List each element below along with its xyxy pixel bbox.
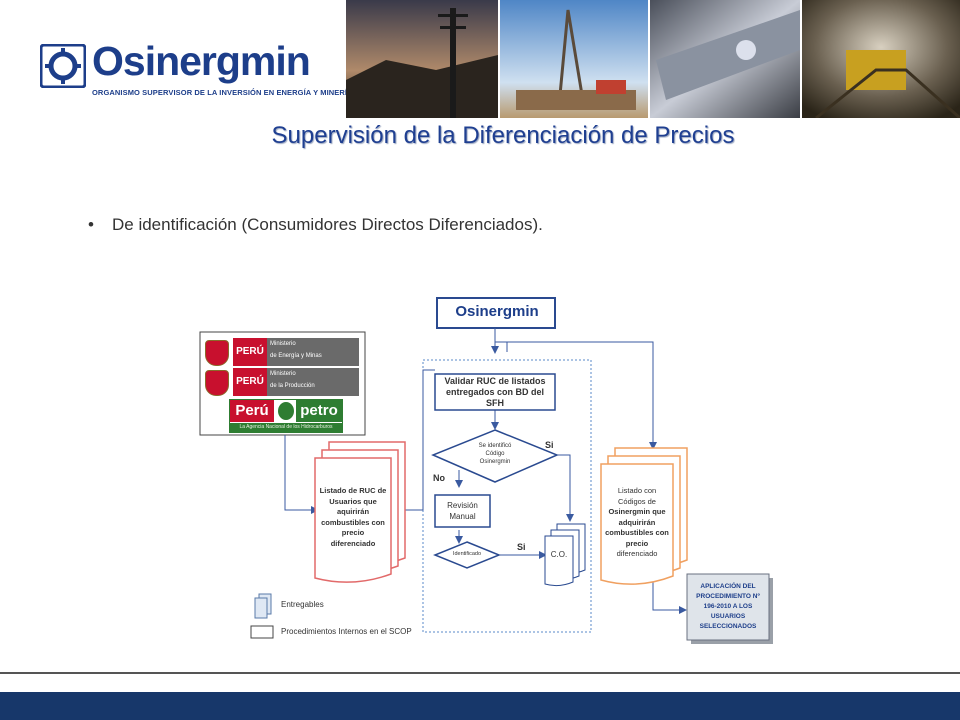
ruc-list-document-stack <box>314 441 406 583</box>
pipeline-welding-photo <box>650 0 800 118</box>
ministry-energy-row: PERÚ Ministerio de Energía y Minas <box>205 338 360 366</box>
ministry-production-row: PERÚ Ministerio de la Producción <box>205 368 360 396</box>
slide-title: Supervisión de la Diferenciación de Prec… <box>271 122 735 149</box>
power-lines-photo <box>346 0 498 118</box>
co-document-stack <box>544 523 586 587</box>
perupetro-drop-icon <box>278 402 294 420</box>
legend-deliverables-icon <box>254 593 272 619</box>
ministry2-name-line2: de la Producción <box>270 383 315 389</box>
validate-ruc-box <box>434 373 556 411</box>
perupetro-a: Perú <box>230 400 274 422</box>
bullet-item: • De identificación (Consumidores Directo… <box>88 215 543 235</box>
ruc-list-line: diferenciado <box>330 538 376 548</box>
decision2-text: Identificado <box>452 551 482 557</box>
final-line: SELECCIONADOS <box>699 623 757 630</box>
decision1-line: Se identificó <box>478 443 512 449</box>
manual-line: Revisión <box>447 501 478 510</box>
validate-line: entregados con BD del <box>445 387 544 397</box>
code-list-line: precio <box>625 538 649 548</box>
validate-ruc-text: Validar RUC de listados entregados con B… <box>435 376 555 409</box>
ruc-list-line: precio <box>341 528 365 537</box>
peru-shield-icon <box>205 370 229 396</box>
decision1-line: Código <box>485 451 505 457</box>
final-line: USUARIOS <box>710 613 746 620</box>
perupetro-logo: Perú petro La Agencia Nacional de los Hi… <box>229 399 343 433</box>
ministry1-name-box: Ministerio de Energía y Minas <box>267 338 359 366</box>
footer-bar <box>0 692 960 720</box>
bullet-dot: • <box>88 215 94 234</box>
manual-review-text: Revisión Manual <box>435 500 490 522</box>
code-list-line: adquirirán <box>618 517 656 527</box>
ruc-list-line: aquirirán <box>336 507 370 516</box>
ruc-list-text: Listado de RUC de Usuarios que aquirirán… <box>315 486 391 549</box>
decision-code-identified <box>431 429 559 483</box>
top-osinergmin-box <box>436 297 556 329</box>
bullet-text: De identificación (Consumidores Directos… <box>112 215 543 234</box>
flow-diagram: Osinergmin PERÚ Ministerio de Energía y … <box>195 290 795 670</box>
final-procedure-text: APLICACIÓN DEL PROCEDIMIENTO Nº 196-2010… <box>687 582 769 632</box>
manual-line: Manual <box>449 512 476 521</box>
code-list-text: Listado con Códigos de Osinergmin que ad… <box>601 486 673 560</box>
logo-name: Osinergmin <box>92 38 311 84</box>
logo-mark-icon <box>40 44 86 88</box>
legend-procedures-label: Procedimientos Internos en el SCOP <box>281 627 412 636</box>
co-doc-text: C.O. <box>550 550 568 559</box>
ministry2-name-line1: Ministerio <box>270 371 296 377</box>
mine-tunnel-photo <box>802 0 960 118</box>
ruc-list-line: combustibles con <box>321 517 385 527</box>
ministry1-name-line1: Ministerio <box>270 341 296 347</box>
perupetro-tagline: La Agencia Nacional de los Hidrocarburos <box>230 423 342 432</box>
decision1-text: Se identificó Código Osinergmin <box>465 442 525 466</box>
decision1-line: Osinergmin <box>479 459 511 465</box>
final-line: APLICACIÓN DEL <box>700 583 756 590</box>
label-no: No <box>433 473 445 483</box>
code-list-line: Listado con <box>617 486 657 495</box>
ministry2-name-box: Ministerio de la Producción <box>267 368 359 396</box>
osinergmin-code-list-document-stack <box>600 447 688 585</box>
code-list-line: Códigos de <box>618 496 656 506</box>
ministry2-country: PERÚ <box>233 368 267 396</box>
label-si-1: Si <box>545 440 554 450</box>
ministry1-country: PERÚ <box>233 338 267 366</box>
perupetro-b: petro <box>296 400 342 422</box>
code-list-line: diferenciado <box>616 549 658 558</box>
top-logo-text: Osinergmin <box>455 303 539 320</box>
header-photo-strip <box>346 0 960 118</box>
decision-identified <box>433 541 501 569</box>
drilling-rig-photo <box>500 0 648 118</box>
legend-procedures-icon <box>250 625 274 639</box>
legend-deliverables-label: Entregables <box>281 600 324 609</box>
final-line: 196-2010 A LOS <box>703 603 753 610</box>
code-list-line: Osinergmin que <box>608 507 666 516</box>
final-procedure-box <box>686 573 773 644</box>
label-si-2: Si <box>517 542 526 552</box>
logo-subtitle: ORGANISMO SUPERVISOR DE LA INVERSIÓN EN … <box>92 88 353 97</box>
manual-review-box <box>434 494 491 528</box>
code-list-line: combustibles con <box>605 528 669 537</box>
final-line: PROCEDIMIENTO Nº <box>696 593 760 600</box>
ruc-list-line: Usuarios que <box>329 496 377 506</box>
validate-line: Validar RUC de listados <box>444 376 546 386</box>
ministry1-name-line2: de Energía y Minas <box>270 353 322 359</box>
peru-shield-icon <box>205 340 229 366</box>
ruc-list-line: Listado de RUC de <box>319 486 387 495</box>
validate-line: SFH <box>486 398 504 408</box>
osinergmin-logo: Osinergmin ORGANISMO SUPERVISOR DE LA IN… <box>40 38 353 104</box>
